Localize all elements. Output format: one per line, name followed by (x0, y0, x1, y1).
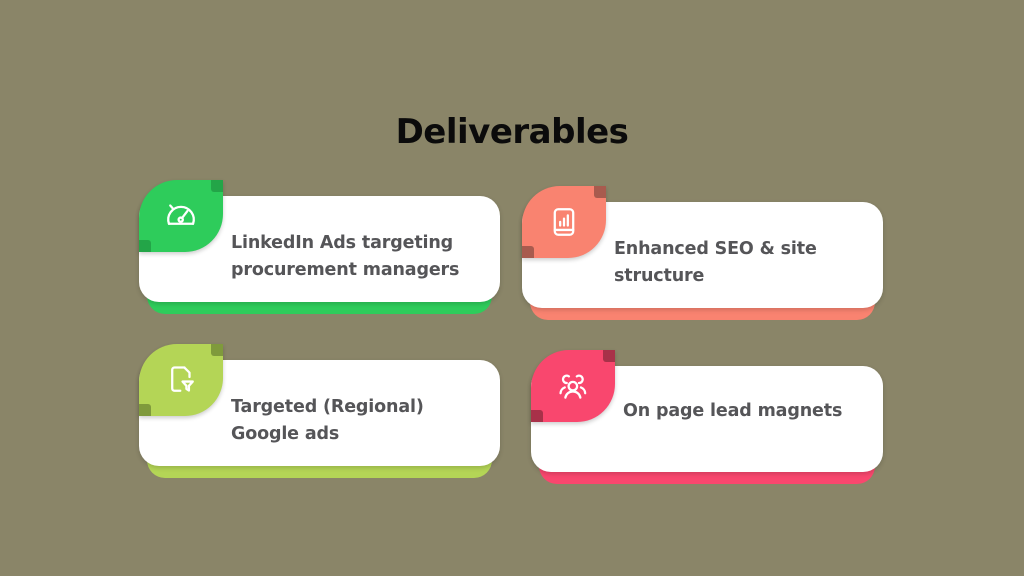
card-badge (531, 350, 615, 422)
card-label: Targeted (Regional) Google ads (231, 397, 424, 444)
page-title: Deliverables (395, 112, 629, 152)
deliverable-card-linkedin-ads[interactable]: LinkedIn Ads targeting procurement manag… (139, 180, 500, 314)
document-filter-icon (164, 363, 198, 397)
users-group-icon (556, 369, 590, 403)
badge-notch-top-right (603, 350, 615, 362)
card-label: LinkedIn Ads targeting procurement manag… (231, 233, 460, 280)
card-label: On page lead magnets (623, 400, 843, 421)
badge-notch-bottom-left (139, 240, 151, 252)
badge-notch-top-right (211, 180, 223, 192)
gauge-icon (164, 199, 198, 233)
badge-notch-bottom-left (139, 404, 151, 416)
card-badge (139, 180, 223, 252)
card-badge (139, 344, 223, 416)
card-label: Enhanced SEO & site structure (614, 239, 817, 286)
deliverable-card-enhanced-seo[interactable]: Enhanced SEO & site structure (522, 186, 883, 320)
chart-document-icon (547, 205, 581, 239)
deliverable-card-lead-magnets[interactable]: On page lead magnets (531, 350, 883, 484)
badge-notch-top-right (594, 186, 606, 198)
card-badge (522, 186, 606, 258)
badge-notch-bottom-left (531, 410, 543, 422)
badge-notch-top-right (211, 344, 223, 356)
deliverable-card-google-ads[interactable]: Targeted (Regional) Google ads (139, 344, 500, 478)
badge-notch-bottom-left (522, 246, 534, 258)
